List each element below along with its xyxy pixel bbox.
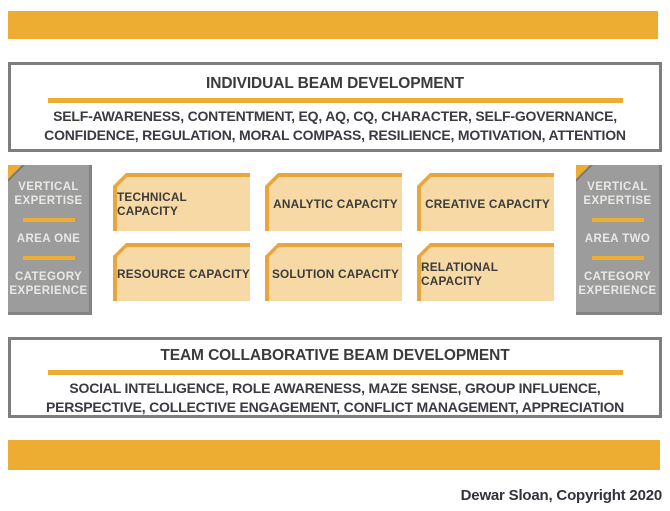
individual-panel-title: INDIVIDUAL BEAM DEVELOPMENT bbox=[206, 75, 464, 92]
individual-panel-rule bbox=[47, 98, 623, 103]
vertical-expertise-area-one-block: VERTICAL EXPERTISE AREA ONE CATEGORY EXP… bbox=[8, 165, 92, 315]
team-panel-title: TEAM COLLABORATIVE BEAM DEVELOPMENT bbox=[160, 347, 510, 364]
left-sidebar-divider-1 bbox=[22, 217, 75, 222]
capacity-box-resource: RESOURCE CAPACITY bbox=[113, 243, 250, 301]
right-sidebar-divider-1 bbox=[591, 217, 644, 222]
capacity-label: CREATIVE CAPACITY bbox=[421, 177, 554, 231]
capacity-label: ANALYTIC CAPACITY bbox=[269, 177, 402, 231]
right-sidebar-middle-label: AREA TWO bbox=[584, 232, 651, 245]
individual-panel-line2: CONFIDENCE, REGULATION, MORAL COMPASS, R… bbox=[44, 127, 626, 143]
right-sidebar-bottom-label: CATEGORY EXPERIENCE bbox=[578, 270, 657, 297]
team-panel-line2: PERSPECTIVE, COLLECTIVE ENGAGEMENT, CONF… bbox=[45, 398, 625, 415]
left-sidebar-top-label: VERTICAL EXPERTISE bbox=[14, 180, 83, 207]
capacity-box-creative: CREATIVE CAPACITY bbox=[417, 173, 554, 231]
top-accent-bar bbox=[8, 11, 658, 39]
capacity-box-analytic: ANALYTIC CAPACITY bbox=[265, 173, 402, 231]
capacity-grid: TECHNICAL CAPACITY ANALYTIC CAPACITY CRE… bbox=[113, 173, 554, 301]
right-sidebar-top-label: VERTICAL EXPERTISE bbox=[583, 180, 652, 207]
capacity-label: SOLUTION CAPACITY bbox=[269, 247, 402, 301]
capacity-box-relational: RELATIONAL CAPACITY bbox=[417, 243, 554, 301]
left-sidebar-bottom-label: CATEGORY EXPERIENCE bbox=[9, 270, 88, 297]
capacity-label: RESOURCE CAPACITY bbox=[117, 247, 250, 301]
vertical-expertise-area-two-block: VERTICAL EXPERTISE AREA TWO CATEGORY EXP… bbox=[576, 165, 662, 315]
right-sidebar-divider-2 bbox=[591, 255, 644, 260]
capacity-label: TECHNICAL CAPACITY bbox=[117, 177, 250, 231]
copyright-credit: Dewar Sloan, Copyright 2020 bbox=[460, 487, 663, 504]
bottom-accent-bar bbox=[8, 440, 660, 470]
individual-panel-line1: SELF-AWARENESS, CONTENTMENT, EQ, AQ, CQ,… bbox=[53, 108, 617, 124]
capacity-label: RELATIONAL CAPACITY bbox=[421, 247, 554, 301]
left-sidebar-middle-label: AREA ONE bbox=[16, 232, 81, 245]
left-sidebar-divider-2 bbox=[22, 255, 75, 260]
individual-beam-panel: INDIVIDUAL BEAM DEVELOPMENT SELF-AWARENE… bbox=[8, 62, 662, 152]
capacity-box-technical: TECHNICAL CAPACITY bbox=[113, 173, 250, 231]
team-beam-panel: TEAM COLLABORATIVE BEAM DEVELOPMENT SOCI… bbox=[8, 337, 662, 418]
team-panel-rule bbox=[47, 370, 623, 375]
team-panel-line1: SOCIAL INTELLIGENCE, ROLE AWARENESS, MAZ… bbox=[69, 380, 601, 396]
capacity-box-solution: SOLUTION CAPACITY bbox=[265, 243, 402, 301]
